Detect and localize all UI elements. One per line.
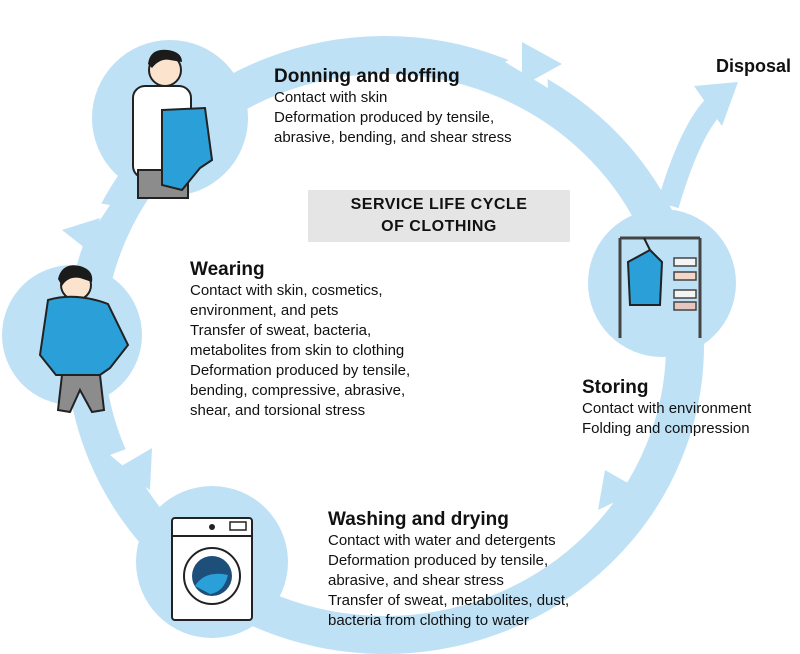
stage-title: Wearing [190,259,265,280]
stage-line: environment, and pets [190,302,339,319]
stage-line: Deformation produced by tensile, [190,362,411,379]
disposal-arrow-shaft [657,97,724,209]
stage-line: Deformation produced by tensile, [328,552,549,569]
stage-line: Deformation produced by tensile, [274,109,495,126]
stage-line: Contact with environment [582,400,752,417]
stage-title: Washing and drying [328,509,509,530]
stage-donning: Donning and doffing Contact with skin De… [274,66,512,148]
stage-line: abrasive, and shear stress [328,572,504,589]
stage-line: Contact with skin [274,89,388,106]
clothes-rack-icon [618,236,702,338]
stage-line: bending, compressive, abrasive, [190,382,406,399]
person-wearing-jacket-icon [38,265,130,414]
arrow-head-right [598,470,640,510]
center-title-box: SERVICE LIFE CYCLE OF CLOTHING [308,190,570,242]
stage-line: abrasive, bending, and shear stress [274,129,512,146]
stage-line: Folding and compression [582,420,750,437]
stage-storing: Storing Contact with environment Folding… [582,377,751,439]
stage-line: shear, and torsional stress [190,402,366,419]
center-title-line-1: SERVICE LIFE CYCLE [350,196,528,213]
stage-line: Transfer of sweat, bacteria, [190,322,372,339]
stage-line: Contact with skin, cosmetics, [190,282,383,299]
center-title-line-2: OF CLOTHING [381,218,497,235]
stage-line: Transfer of sweat, metabolites, dust, [328,592,570,609]
disposal-label: Disposal [716,56,792,76]
stage-title: Storing [582,377,649,398]
stage-title: Donning and doffing [274,66,460,87]
arrow-head-left-top [62,218,100,252]
stage-line: bacteria from clothing to water [328,612,529,629]
stage-washing: Washing and drying Contact with water an… [328,509,569,631]
person-donning-jacket-icon [132,49,214,199]
stage-wearing: Wearing Contact with skin, cosmetics, en… [190,259,410,421]
arrow-head-left-bottom [118,448,152,490]
stage-line: Contact with water and detergents [328,532,556,549]
arrow-head-top [522,42,562,86]
disposal-arrow-head [694,82,738,126]
washing-machine-icon [171,517,253,621]
stage-line: metabolites from skin to clothing [190,342,405,359]
